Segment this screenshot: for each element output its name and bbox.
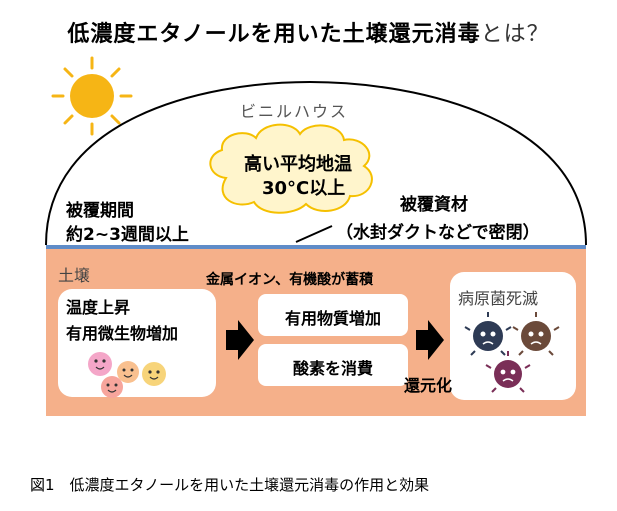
- right-box: [450, 272, 576, 400]
- metal-note: 金属イオン、有機酸が蓄積: [206, 272, 374, 288]
- pathogen-icon: [464, 312, 512, 356]
- mid-box-top: [258, 294, 408, 336]
- soil-label: 土壌: [58, 266, 91, 285]
- cover-detail: （水封ダクトなどで密閉）: [336, 223, 540, 243]
- beneficial-microbe-icon: [117, 361, 139, 383]
- cloud-shape: [209, 123, 373, 214]
- pathogen-icon: [512, 312, 560, 356]
- greenhouse-dome: [45, 80, 587, 246]
- period-label: 被覆期間: [66, 201, 134, 221]
- arrow-right-icon: [416, 320, 444, 360]
- left-box-line2: 有用微生物増加: [66, 324, 179, 343]
- period-value: 約2~3週間以上: [66, 225, 189, 245]
- beneficial-microbe-icon: [101, 376, 123, 398]
- pathogen-icon: [485, 351, 531, 393]
- greenhouse-label: ビニルハウス: [240, 102, 349, 121]
- beneficial-microbe-icon: [88, 352, 112, 376]
- cloud-text-line1: 高い平均地温: [244, 154, 352, 175]
- arrow-left-icon: [226, 320, 254, 360]
- cover-label: 被覆資材: [400, 195, 468, 215]
- beneficial-microbe-icon: [142, 362, 166, 386]
- cover-pointer-line: [295, 225, 333, 243]
- title-suffix: とは？: [480, 22, 550, 47]
- left-box-line1: 温度上昇: [66, 298, 131, 317]
- mid-box-bottom: [258, 344, 408, 386]
- sun-icon: [51, 56, 133, 136]
- title-main: 低濃度エタノールを用いた土壌還元消毒: [67, 22, 481, 47]
- mid-box-bottom-label: 酸素を消費: [292, 359, 373, 378]
- cloud-text-line2: 30°C以上: [262, 178, 346, 199]
- mid-box-top-label: 有用物質増加: [284, 309, 381, 328]
- figure-caption: 図1 低濃度エタノールを用いた土壌還元消毒の作用と効果: [30, 476, 430, 494]
- reduction-label: 還元化: [404, 376, 453, 395]
- page-title: 低濃度エタノールを用いた土壌還元消毒とは？: [0, 16, 617, 48]
- pathogen-label: 病原菌死滅: [458, 289, 539, 308]
